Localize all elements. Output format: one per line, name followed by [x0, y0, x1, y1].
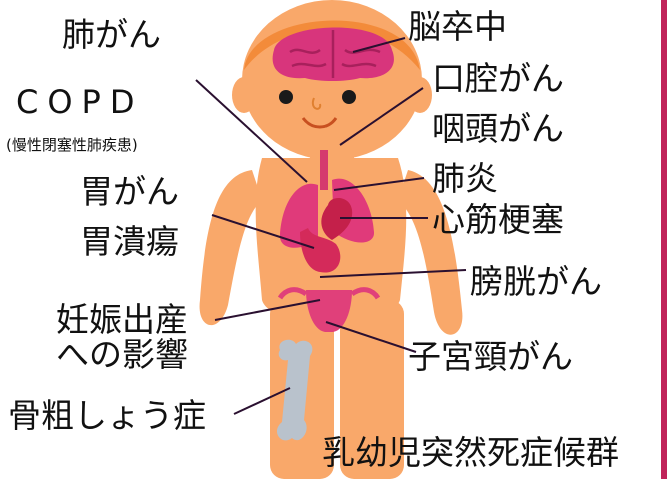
- label-cervical-cancer: 子宮頸がん: [408, 340, 573, 373]
- right-edge-accent: [661, 0, 667, 479]
- trachea: [320, 150, 328, 190]
- label-myocardial-infarction: 心筋梗塞: [432, 203, 564, 236]
- label-pregnancy-line1: 妊娠出産: [56, 303, 188, 336]
- left-arm: [200, 170, 262, 325]
- label-stroke: 脳卒中: [408, 10, 507, 43]
- label-pneumonia: 肺炎: [432, 162, 498, 195]
- label-stomach-cancer: 胃がん: [80, 175, 179, 208]
- left-ear: [232, 77, 256, 113]
- label-oral-cancer: 口腔がん: [432, 62, 564, 95]
- label-sids: 乳幼児突然死症候群: [322, 436, 619, 469]
- label-osteoporosis: 骨粗しょう症: [8, 399, 206, 432]
- left-eye: [279, 90, 293, 104]
- right-eye: [342, 90, 356, 104]
- label-lung-cancer: 肺がん: [62, 18, 161, 51]
- label-bladder-cancer: 膀胱がん: [470, 265, 602, 298]
- label-stomach-ulcer: 胃潰瘍: [80, 225, 179, 258]
- label-pharyngeal-cancer: 咽頭がん: [432, 112, 564, 145]
- label-copd-full: (慢性閉塞性肺疾患): [6, 138, 138, 153]
- label-copd: COPD: [16, 86, 143, 118]
- label-pregnancy-line2: への影響: [56, 338, 188, 371]
